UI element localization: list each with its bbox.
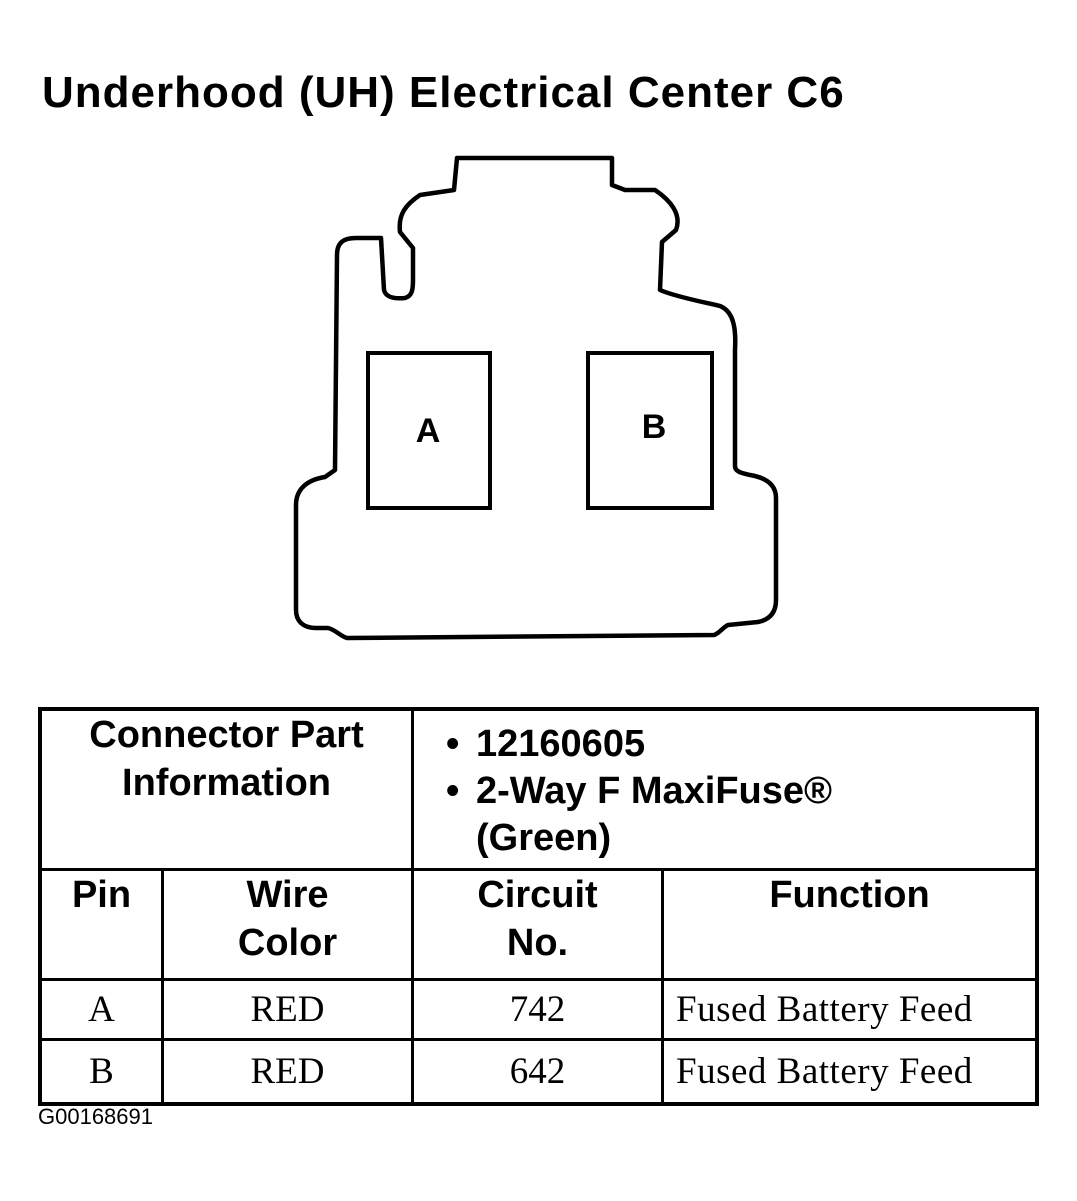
part-info-value-cell: • 12160605 • 2-Way F MaxiFuse® (Green): [414, 711, 1036, 871]
part-description-line1: 2-Way F MaxiFuse®: [476, 770, 833, 812]
pin-header-text: Pin: [71, 874, 132, 916]
circuit-header-line2: No.: [506, 922, 569, 964]
part-description-item: • 2-Way F MaxiFuse® (Green): [446, 768, 1035, 862]
function-cell: Fused Battery Feed: [664, 981, 1036, 1041]
function-header: Function: [664, 871, 1036, 981]
circuit-header: Circuit No.: [414, 871, 665, 981]
table-row: B RED 642 Fused Battery Feed: [42, 1041, 1035, 1102]
column-header-row: Pin Wire Color Circuit No. Function: [42, 871, 1036, 981]
cavity-a: [366, 351, 492, 510]
cavity-b: [586, 351, 714, 510]
pin-cell: A: [42, 981, 164, 1041]
pin-cell: B: [42, 1041, 164, 1102]
part-info-label-line1: Connector Part: [89, 714, 364, 756]
circuit-header-line1: Circuit: [477, 874, 598, 916]
part-info-label-cell: Connector Part Information: [42, 711, 415, 871]
diagram-title: Underhood (UH) Electrical Center C6: [42, 68, 845, 117]
connector-outline: [293, 155, 779, 641]
wire-color-cell: RED: [164, 981, 415, 1041]
table-row: A RED 742 Fused Battery Feed: [42, 981, 1036, 1041]
cavity-a-label: A: [416, 412, 441, 450]
wire-color-header-line2: Color: [237, 922, 338, 964]
wire-color-header: Wire Color: [164, 871, 415, 981]
part-info-list: • 12160605 • 2-Way F MaxiFuse® (Green): [414, 711, 1035, 862]
wire-color-header-line1: Wire: [246, 874, 329, 916]
function-cell: Fused Battery Feed: [676, 1050, 973, 1092]
pin-header: Pin: [42, 871, 164, 981]
part-description-line2: (Green): [476, 817, 612, 859]
wire-color-cell: RED: [164, 1041, 415, 1102]
connector-face-drawing: A B: [293, 155, 779, 641]
figure-id: G00168691: [38, 1104, 153, 1129]
part-number: 12160605: [476, 723, 646, 765]
connector-info-table: Connector Part Information • 12160605 • …: [38, 707, 1040, 1106]
circuit-cell: 642: [414, 1041, 665, 1102]
circuit-cell: 742: [414, 981, 665, 1041]
bullet-icon: •: [446, 723, 460, 765]
bullet-icon: •: [446, 770, 460, 812]
function-header-text: Function: [769, 874, 930, 916]
part-info-label-line2: Information: [122, 762, 331, 804]
part-number-item: • 12160605: [446, 721, 1035, 768]
part-info-row: Connector Part Information • 12160605 • …: [42, 711, 1036, 871]
cavity-b-label: B: [642, 408, 667, 446]
